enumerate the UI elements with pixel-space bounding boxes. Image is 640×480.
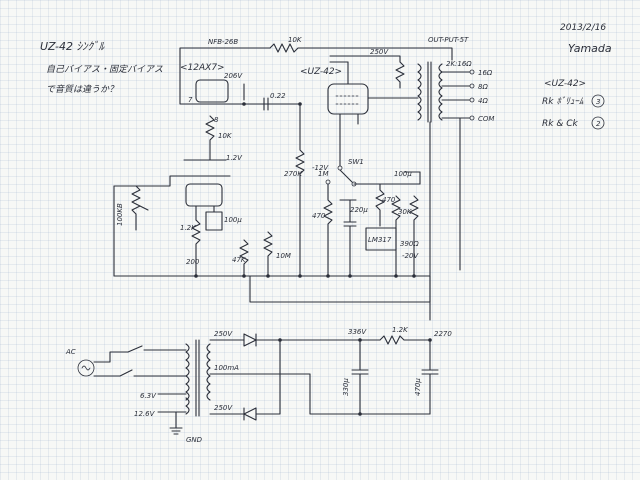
c100-label: 100μ bbox=[394, 170, 412, 178]
r30k-label: 30K bbox=[398, 208, 413, 216]
cathode-cap-label: 100μ bbox=[224, 216, 242, 224]
pin8-label: 8 bbox=[214, 116, 219, 124]
volume-pot bbox=[113, 175, 231, 277]
coupling-cap-label: 0.22 bbox=[270, 92, 286, 100]
bias-voltage-label: -12V bbox=[312, 164, 329, 172]
note-line-2: で音質は違うか？ bbox=[46, 84, 118, 95]
fixed-bias-supply bbox=[353, 171, 421, 277]
legend-item2-label: Rk & Ck bbox=[542, 119, 578, 129]
note-line-1: 自己バイアス・固定バイアス bbox=[46, 64, 163, 75]
plate-voltage-label: 250V bbox=[370, 48, 389, 56]
secondary-current-label: 100mA bbox=[214, 364, 239, 372]
output-transformer-label: OUT-PUT-5T bbox=[428, 36, 469, 44]
bias-output-label: -20V bbox=[402, 252, 419, 260]
self-bias-network bbox=[323, 183, 357, 277]
grid-voltage-label: 1.2V bbox=[226, 154, 243, 162]
legend-item1-label: Rk ﾎﾞﾘｭｰﾑ bbox=[542, 96, 584, 107]
legend-item2-circle bbox=[591, 116, 605, 130]
speaker-16-label: 16Ω bbox=[478, 69, 493, 77]
opt-impedance-label: 2K:16Ω bbox=[446, 60, 472, 68]
lm317-label: LM317 bbox=[368, 236, 392, 244]
bias-switch bbox=[325, 123, 357, 187]
junction-dots bbox=[194, 102, 432, 416]
speaker-8-label: 8Ω bbox=[478, 83, 488, 91]
nfb-label: NFB-26B bbox=[208, 38, 238, 46]
ground-label: GND bbox=[186, 436, 203, 444]
hv-voltage-bottom: 250V bbox=[214, 404, 233, 412]
r200-label: 200 bbox=[186, 258, 200, 266]
r10m bbox=[263, 231, 273, 277]
volume-label: 100KB bbox=[116, 203, 124, 226]
filter-network bbox=[239, 335, 439, 415]
uz42-label: <UZ-42> bbox=[300, 67, 342, 77]
speaker-com-label: COM bbox=[478, 115, 494, 123]
r10m-label: 10M bbox=[276, 252, 291, 260]
switch-label: SW1 bbox=[348, 158, 364, 166]
r47k-label: 47K bbox=[232, 256, 247, 264]
mains-input bbox=[77, 345, 187, 377]
ground-bus bbox=[113, 275, 431, 321]
legend-header: <UZ-42> bbox=[544, 79, 586, 89]
12ax7-voltage-label: 206V bbox=[224, 72, 243, 80]
uz42-tube bbox=[327, 61, 369, 125]
filter-cap2-label: 470μ bbox=[414, 378, 422, 396]
fixed-resistor-label: 390Ω bbox=[400, 240, 419, 248]
filter-voltage-label: 336V bbox=[348, 328, 367, 336]
hv-voltage-top: 250V bbox=[214, 330, 233, 338]
12ax7-second-stage bbox=[185, 183, 223, 277]
nfb-resistor-label: 10K bbox=[288, 36, 303, 44]
12ax7-first-stage bbox=[183, 79, 229, 161]
nfb-line bbox=[179, 43, 453, 61]
r270k bbox=[295, 103, 305, 277]
12ax7-plate-line bbox=[179, 51, 301, 111]
12ax7-label: <12AX7> bbox=[180, 63, 225, 73]
heater2-label: 12.6V bbox=[134, 410, 156, 418]
date-text: 2013/2/16 bbox=[560, 23, 606, 33]
r270k-label: 270K bbox=[284, 170, 303, 178]
c220-label: 220μ bbox=[350, 206, 368, 214]
heater-leads bbox=[157, 393, 187, 435]
r1m-label: 1M bbox=[318, 170, 329, 178]
title-text: UZ-42 ｼﾝｸﾞﾙ bbox=[40, 40, 106, 53]
filter-cap1-label: 330μ bbox=[342, 378, 350, 396]
legend-item1-circle bbox=[591, 94, 605, 108]
pin7-label: 7 bbox=[188, 96, 193, 104]
cathode-resistor-label: 1.2K bbox=[180, 224, 197, 232]
heater1-label: 6.3V bbox=[140, 392, 157, 400]
legend-item1-num: 3 bbox=[596, 98, 600, 106]
r470b-label: 470 bbox=[382, 196, 396, 204]
filter-resistor-label: 1.2K bbox=[392, 326, 409, 334]
grid-resistor-label: 10K bbox=[218, 132, 233, 140]
r47k bbox=[239, 239, 249, 277]
author-text: Yamada bbox=[568, 42, 612, 55]
mains-label: AC bbox=[65, 348, 76, 356]
power-transformer bbox=[185, 339, 211, 417]
output-transformer bbox=[417, 61, 475, 123]
filter-output-label: 2270 bbox=[434, 330, 452, 338]
plate-supply-line bbox=[329, 55, 405, 89]
legend-item2-num: 2 bbox=[596, 120, 601, 128]
r470-label: 470 bbox=[312, 212, 326, 220]
hv-secondary bbox=[209, 333, 281, 421]
speaker-4-label: 4Ω bbox=[478, 97, 488, 105]
